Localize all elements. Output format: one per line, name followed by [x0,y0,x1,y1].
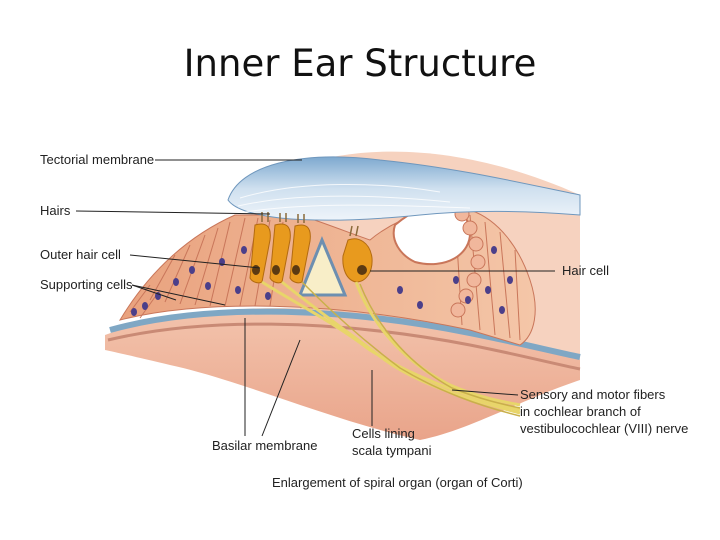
cochlear-nerve-fibers [261,280,521,415]
stereocilia [261,212,359,237]
inner-hair-cell-body [342,238,373,283]
leader-lines [75,159,555,437]
inner-hair-cell-nucleus [357,265,367,275]
label-hairs: Hairs [40,203,71,218]
label-sensory-fibers-line2: in cochlear branch of [520,404,641,419]
label-cells-lining-line1: Cells lining [352,426,415,441]
tectorial-membrane [227,156,581,221]
label-hair-cell: Hair cell [562,263,609,278]
label-sensory-fibers-line3: vestibulocochlear (VIII) nerve [520,421,688,436]
basilar-membrane-band [109,308,581,360]
tectorial-fibers [237,183,471,213]
label-sensory-fibers-line1: Sensory and motor fibers [520,387,666,402]
label-tectorial-membrane: Tectorial membrane [40,152,154,167]
base-tissue [105,308,580,440]
label-cells-lining-line2: scala tympani [352,443,432,458]
slide-title: Inner Ear Structure [183,42,537,85]
label-outer-hair-cell: Outer hair cell [40,247,121,262]
outer-hair-cells [249,223,311,284]
label-basilar-membrane: Basilar membrane [212,438,318,453]
figure-caption: Enlargement of spiral organ (organ of Co… [272,475,523,490]
label-supporting-cells: Supporting cells [40,277,133,292]
tunnel-of-corti [297,236,348,297]
